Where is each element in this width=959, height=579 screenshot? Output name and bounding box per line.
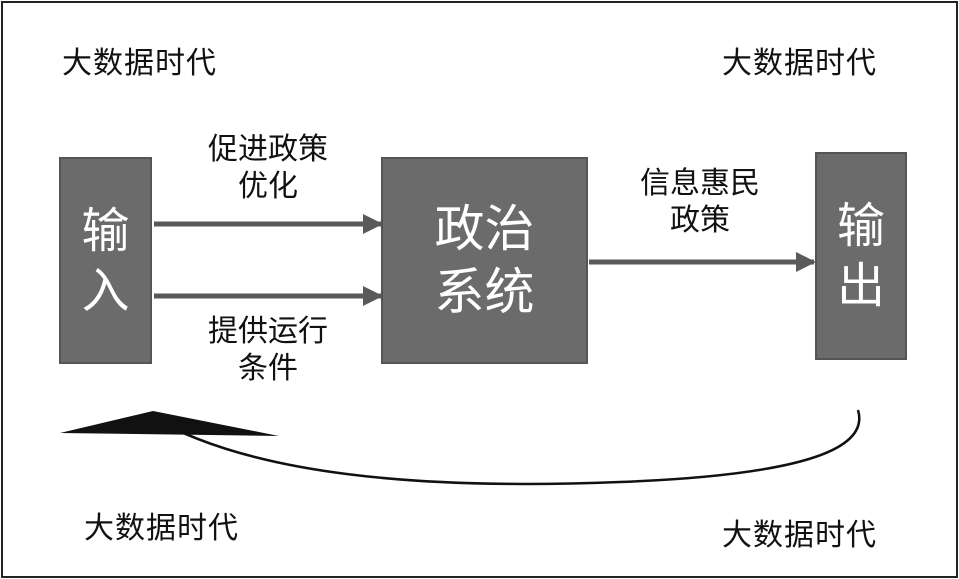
output-box-label: 输 出 bbox=[836, 198, 885, 314]
label-provide-conditions: 提供运行 条件 bbox=[208, 314, 328, 386]
label-benefit-policy: 信息惠民 政策 bbox=[640, 166, 760, 238]
feedback-curve bbox=[149, 409, 861, 486]
output-box: 输 出 bbox=[815, 152, 907, 360]
input-box-label: 输 入 bbox=[81, 202, 130, 319]
political-system-box: 政治 系统 bbox=[381, 157, 588, 364]
corner-label-top-right: 大数据时代 bbox=[722, 46, 877, 81]
corner-label-top-left: 大数据时代 bbox=[62, 46, 217, 81]
corner-label-bottom-left: 大数据时代 bbox=[84, 511, 239, 546]
feedback-arrowhead bbox=[60, 411, 279, 436]
label-promote-policy: 促进政策 优化 bbox=[208, 132, 328, 204]
political-system-label: 政治 系统 bbox=[434, 200, 535, 321]
input-box: 输 入 bbox=[59, 157, 152, 364]
corner-label-bottom-right: 大数据时代 bbox=[722, 518, 877, 553]
